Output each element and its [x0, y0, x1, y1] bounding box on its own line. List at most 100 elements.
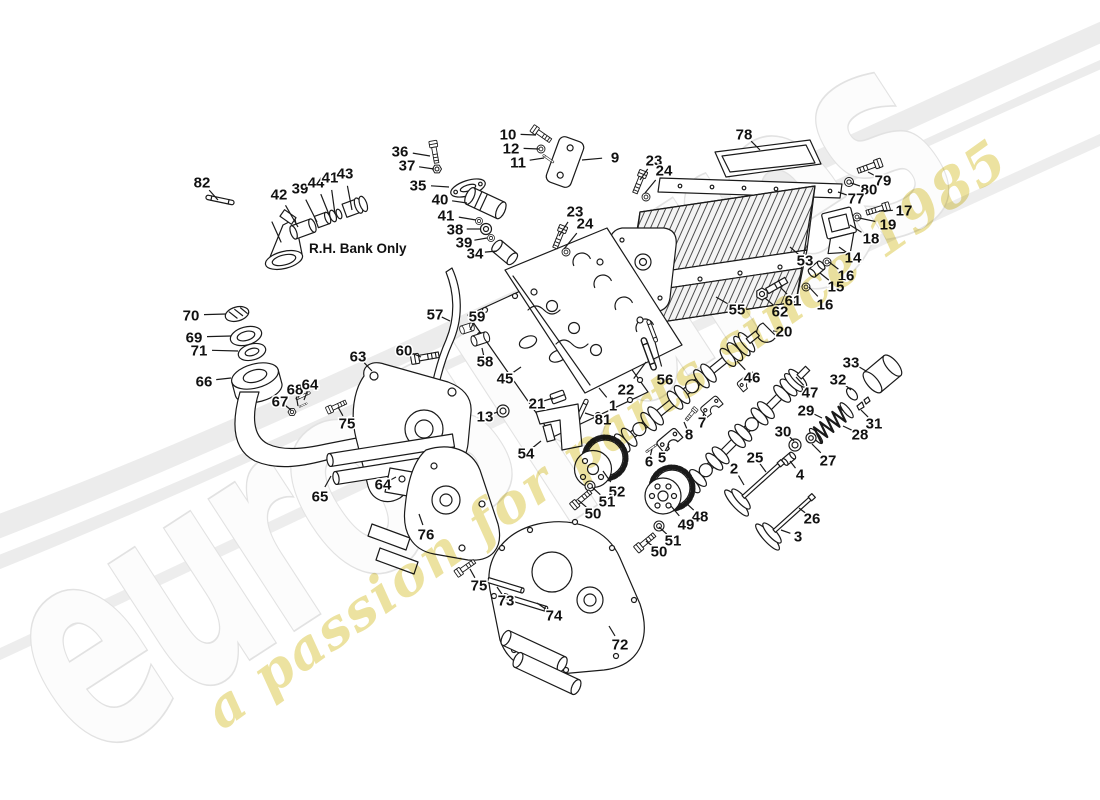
- camshaft-sprocket-52: [573, 434, 629, 489]
- callout-leader: [469, 568, 476, 579]
- callout-label: 39: [292, 181, 309, 198]
- ignition-coil-14: [821, 206, 857, 255]
- callout-label: 34: [467, 246, 484, 263]
- callout-label: 26: [804, 511, 821, 528]
- camshaft-sprocket-48: [644, 464, 696, 515]
- callout-label: 60: [396, 343, 413, 360]
- callout-leader: [295, 396, 299, 407]
- callout-leader: [789, 246, 799, 255]
- injector-funnel: [264, 209, 304, 271]
- callout-label: 3: [794, 529, 802, 546]
- spring-retainer-32: [845, 387, 859, 401]
- callout-label: 43: [337, 166, 354, 183]
- callout-label: 54: [518, 446, 535, 463]
- bolt-36: [428, 139, 442, 165]
- callout-label: 19: [880, 217, 897, 234]
- callout-leader: [490, 411, 499, 415]
- callout-leader: [750, 140, 761, 151]
- callout-leader: [363, 362, 373, 372]
- callout-label: 32: [830, 372, 847, 389]
- callout-leader: [331, 189, 336, 215]
- callout-label: 41: [322, 170, 339, 187]
- callout-label: 39: [456, 235, 473, 252]
- callout-label: 24: [577, 216, 594, 233]
- washer-24b: [561, 247, 571, 257]
- callout-label: 5: [658, 450, 666, 467]
- callout-label: 11: [510, 155, 526, 172]
- callout-leader: [685, 502, 695, 511]
- insulator-15: [807, 260, 826, 278]
- cup-38: [479, 222, 493, 236]
- callout-label: 81: [595, 412, 612, 429]
- callout-leader: [591, 486, 601, 496]
- blanking-cap-70: [224, 305, 250, 323]
- callout-label: 63: [350, 349, 367, 366]
- callout-leader: [558, 221, 569, 237]
- callout-leader: [828, 261, 839, 270]
- callout-leader: [764, 297, 774, 306]
- callout-label: 24: [656, 163, 673, 180]
- callout-leader: [838, 246, 848, 253]
- callout-leader: [779, 286, 788, 295]
- callout-leader: [715, 296, 728, 305]
- callout-label: 51: [665, 533, 682, 550]
- callout-leader: [441, 316, 451, 322]
- callout-leader: [812, 413, 823, 419]
- callout-label: 23: [646, 153, 663, 170]
- cover-plate-78: [714, 139, 822, 178]
- callout-leader: [857, 365, 867, 372]
- callout-leader: [203, 313, 227, 316]
- callout-leader: [867, 171, 877, 177]
- callout-label: 25: [747, 450, 764, 467]
- callout-leader: [849, 224, 862, 233]
- callout-leader: [563, 232, 578, 250]
- exploded-parts-drawing: [204, 124, 903, 696]
- callout-leader: [787, 435, 795, 442]
- callout-leader: [411, 352, 422, 358]
- callout-label: 36: [392, 144, 409, 161]
- callout-leader: [602, 470, 612, 483]
- callout-leader: [346, 185, 353, 211]
- callout-leader: [532, 440, 542, 449]
- callout-leader: [430, 185, 450, 188]
- callout-label: 30: [775, 424, 792, 441]
- callout-label: 71: [191, 343, 208, 360]
- callout-leader: [795, 376, 805, 386]
- callout-label: 50: [651, 544, 668, 561]
- callout-label: 52: [609, 484, 626, 501]
- callout-label: 9: [611, 150, 619, 167]
- solenoid-40: [464, 187, 507, 220]
- callout-leader: [419, 166, 435, 170]
- callout-leader: [452, 200, 468, 204]
- washer-41b: [475, 217, 483, 225]
- clip-20: [756, 322, 777, 343]
- inlet-valve-2: [724, 458, 785, 517]
- callout-label: 38: [447, 222, 464, 239]
- callout-leader: [644, 179, 657, 194]
- callout-leader: [529, 157, 545, 161]
- callout-label: 53: [797, 253, 814, 270]
- gasket-ring-71: [237, 342, 267, 362]
- callout-leader: [584, 412, 596, 417]
- callout-leader: [474, 237, 488, 241]
- sleeve-34: [491, 239, 519, 266]
- callout-leader: [577, 499, 587, 508]
- callout-leader: [412, 152, 431, 157]
- callout-leader: [658, 526, 668, 535]
- callout-leader: [388, 476, 397, 482]
- callout-leader: [878, 209, 893, 212]
- callout-label: 40: [432, 192, 449, 209]
- rear-chain-cover: [367, 446, 500, 575]
- callout-label: 4: [796, 467, 805, 484]
- brand-watermark: eurospares: [0, 0, 1001, 800]
- oring-41a: [335, 208, 343, 220]
- exhaust-valve-3: [755, 492, 816, 551]
- callout-label: 27: [820, 453, 837, 470]
- tappet-block-21: [549, 389, 567, 405]
- callout-label: 75: [471, 578, 488, 595]
- spacer-tube-65a: [326, 433, 456, 468]
- bracket-9: [545, 136, 585, 188]
- callout-leader: [484, 250, 498, 253]
- callout-leader: [418, 513, 424, 526]
